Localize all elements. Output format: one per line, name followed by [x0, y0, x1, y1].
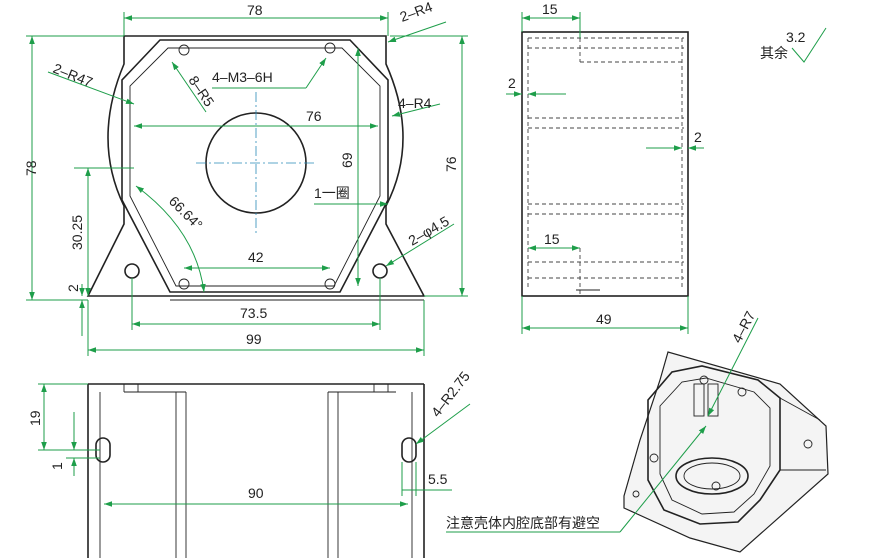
iso-view: 4–R7 注意壳体内腔底部有避空: [446, 308, 829, 553]
screw-hole-tr: [324, 42, 336, 54]
dim-base-thick: 2: [65, 284, 81, 292]
dim-hole-dia: 2–φ4.5: [406, 213, 452, 249]
dim-arc-radius: 2–R47: [51, 60, 95, 90]
dim-inner-width: 76: [306, 108, 322, 124]
iso-bore-inner: [683, 462, 741, 490]
side-dim-top: 15: [542, 1, 558, 17]
screw-hole-bl: [178, 278, 190, 290]
iso-body-inner: [659, 377, 771, 515]
dim-height-left: 78: [23, 160, 39, 176]
bottom-dim-slot-radius: 4–R2.75: [428, 368, 473, 420]
dim-base-width: 99: [246, 331, 262, 347]
dim-turn-label: 1一圈: [314, 185, 350, 201]
side-outline: [521, 31, 689, 297]
roughness-value: 3.2: [786, 29, 806, 45]
dim-hole-spacing-inner: 42: [248, 249, 264, 265]
dim-thread: 4–M3–6H: [212, 69, 273, 85]
dim-corner-radius-top: 2–R4: [398, 0, 435, 25]
bottom-dim-slot-width: 5.5: [428, 471, 448, 487]
dim-angle: 66.64°: [166, 193, 206, 233]
mount-hole-left: [124, 263, 140, 279]
roughness-note: 其余: [760, 45, 788, 61]
side-dim-depth: 49: [596, 311, 612, 327]
dim-inner-corner-radius: 4–R4: [398, 95, 432, 111]
surface-finish: 3.2 其余: [760, 27, 827, 63]
dim-mount-height: 30.25: [69, 215, 85, 250]
iso-note: 注意壳体内腔底部有避空: [446, 515, 600, 531]
side-dim-inner-step: 15: [544, 231, 560, 247]
dim-outer-height: 76: [443, 156, 459, 172]
side-dim-wall-left: 2: [508, 75, 516, 91]
iso-body-outer: [647, 365, 781, 525]
iso-bore: [675, 457, 749, 495]
side-view: 15 2 2 15 49: [506, 1, 704, 334]
dim-inner-height: 69: [339, 152, 355, 168]
front-view: 78 2–R4 2–R47 8–R5 4–M3–6H 76 78 4–R4 69…: [23, 0, 468, 356]
dim-top-width: 78: [247, 2, 263, 18]
bottom-dim-slot-spacing: 90: [248, 485, 264, 501]
octagon-inner: [129, 47, 381, 287]
dim-hole-spacing: 73.5: [240, 305, 267, 321]
bottom-view: 19 1 4–R2.75 90 5.5: [27, 368, 473, 558]
side-dim-wall-right: 2: [694, 129, 702, 145]
bottom-dim-slot-offset: 1: [49, 462, 65, 470]
iso-base-plate: [623, 351, 829, 553]
mount-hole-right: [372, 263, 388, 279]
bottom-dim-slot-height: 19: [27, 410, 43, 426]
octagon-outer: [121, 39, 389, 293]
screw-hole-tl: [178, 44, 190, 56]
slot-right: [401, 437, 417, 463]
screw-hole-br: [324, 278, 336, 290]
